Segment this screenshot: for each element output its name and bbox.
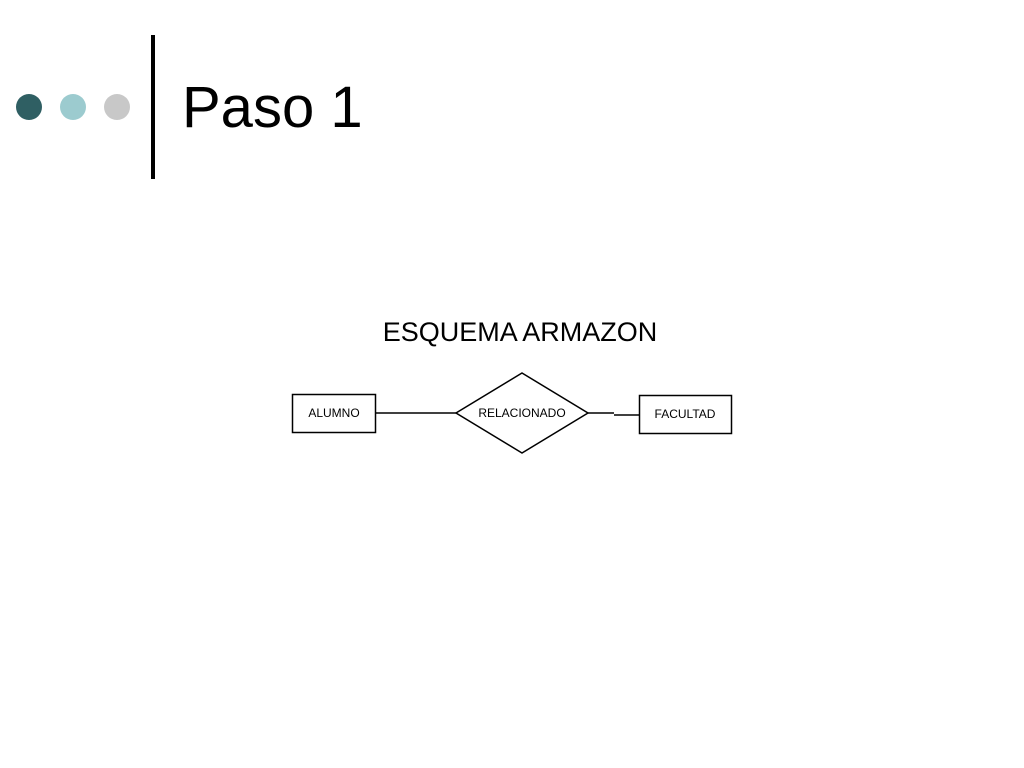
diagram-title: ESQUEMA ARMAZON	[383, 317, 658, 347]
bullet-dot-dark	[16, 94, 42, 120]
slide-title: Paso 1	[182, 75, 363, 140]
entity-facultad-box	[638, 394, 733, 435]
entity-facultad-label: FACULTAD	[655, 407, 716, 421]
entity-alumno-box	[291, 393, 377, 434]
bullet-dots	[16, 94, 132, 120]
entity-alumno-label: ALUMNO	[308, 406, 359, 420]
title-divider	[151, 35, 155, 179]
bullet-dot-gray	[104, 94, 130, 120]
relationship-diamond	[454, 372, 590, 454]
bullet-dot-teal	[60, 94, 86, 120]
relationship-label: RELACIONADO	[478, 406, 565, 420]
